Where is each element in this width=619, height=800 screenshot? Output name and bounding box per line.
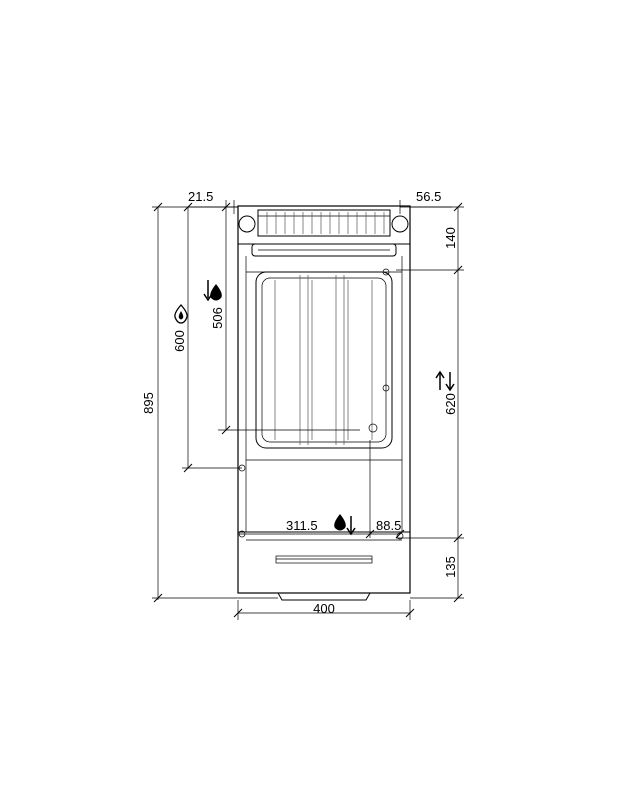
dim-middle-section: 620 (443, 393, 458, 415)
water-drain-icon (203, 280, 222, 302)
tank (255, 271, 393, 449)
appliance-front-view (237, 205, 411, 601)
left-knob (238, 215, 256, 233)
dim-top-left-offset: 21.5 (188, 189, 213, 204)
dimension-labels: 21.5 56.5 895 600 506 140 620 135 311.5 … (141, 189, 458, 616)
dim-bottom-section: 135 (443, 556, 458, 578)
dim-top-section: 140 (443, 227, 458, 249)
dim-top-right-offset: 56.5 (416, 189, 441, 204)
water-inlet-icon (174, 304, 188, 324)
dim-drain-right-offset: 88.5 (376, 518, 401, 533)
dim-drain-height: 506 (210, 307, 225, 329)
lower-vent (275, 555, 373, 564)
top-grill (257, 209, 391, 237)
dim-water-inlet-height: 600 (172, 330, 187, 352)
dim-overall-height: 895 (141, 392, 156, 414)
handle-bar (251, 243, 397, 257)
right-knob (391, 215, 409, 233)
drain-outlet-icon (334, 514, 356, 536)
dimension-lines (152, 200, 464, 620)
electrical-connection-icon (435, 370, 455, 392)
cabinet-outline (237, 205, 411, 594)
dim-drain-x-offset: 311.5 (286, 518, 318, 533)
dim-overall-width: 400 (313, 601, 335, 616)
